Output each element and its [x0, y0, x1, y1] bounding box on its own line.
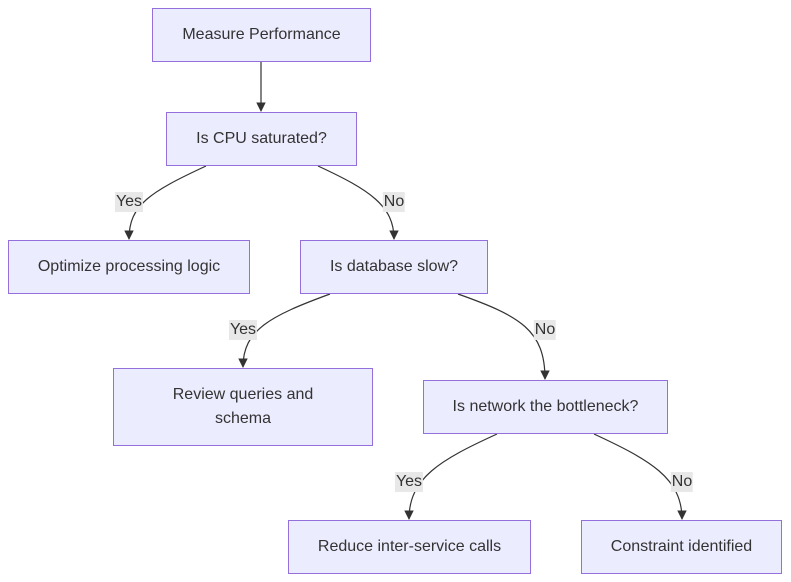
node-label: Optimize processing logic [37, 258, 221, 275]
node-review-queries: Review queries and schema [113, 368, 373, 446]
node-optimize-processing: Optimize processing logic [8, 240, 250, 294]
node-label: Is network the bottleneck? [452, 398, 639, 415]
node-constraint-identified: Constraint identified [581, 520, 782, 574]
edge-label-net-yes: Yes [394, 472, 424, 492]
edge-label-db-yes: Yes [228, 320, 258, 340]
edge-label-cpu-yes: Yes [114, 192, 144, 212]
edge-label-net-no: No [670, 472, 694, 492]
node-label: Reduce inter-service calls [317, 538, 502, 555]
node-network-bottleneck: Is network the bottleneck? [423, 380, 668, 434]
node-reduce-calls: Reduce inter-service calls [288, 520, 531, 574]
edge-net-yes [404, 433, 498, 520]
node-label: Constraint identified [610, 538, 753, 555]
edge-label-cpu-no: No [382, 192, 406, 212]
node-label: Measure Performance [182, 26, 341, 43]
node-label: Is database slow? [329, 258, 459, 275]
node-measure-performance: Measure Performance [152, 8, 371, 62]
edge-db-yes [238, 293, 331, 368]
edge-cpu-no [317, 165, 399, 240]
node-database-slow: Is database slow? [300, 240, 488, 294]
edge-db-no [457, 293, 550, 380]
node-cpu-saturated: Is CPU saturated? [166, 112, 357, 166]
node-label-line-2: schema [214, 410, 272, 427]
node-label: Is CPU saturated? [196, 130, 327, 147]
edge-cpu-yes [124, 165, 207, 240]
edge-label-db-no: No [533, 320, 557, 340]
node-label-line-1: Review queries and [172, 386, 314, 403]
edge-net-no [593, 433, 687, 520]
